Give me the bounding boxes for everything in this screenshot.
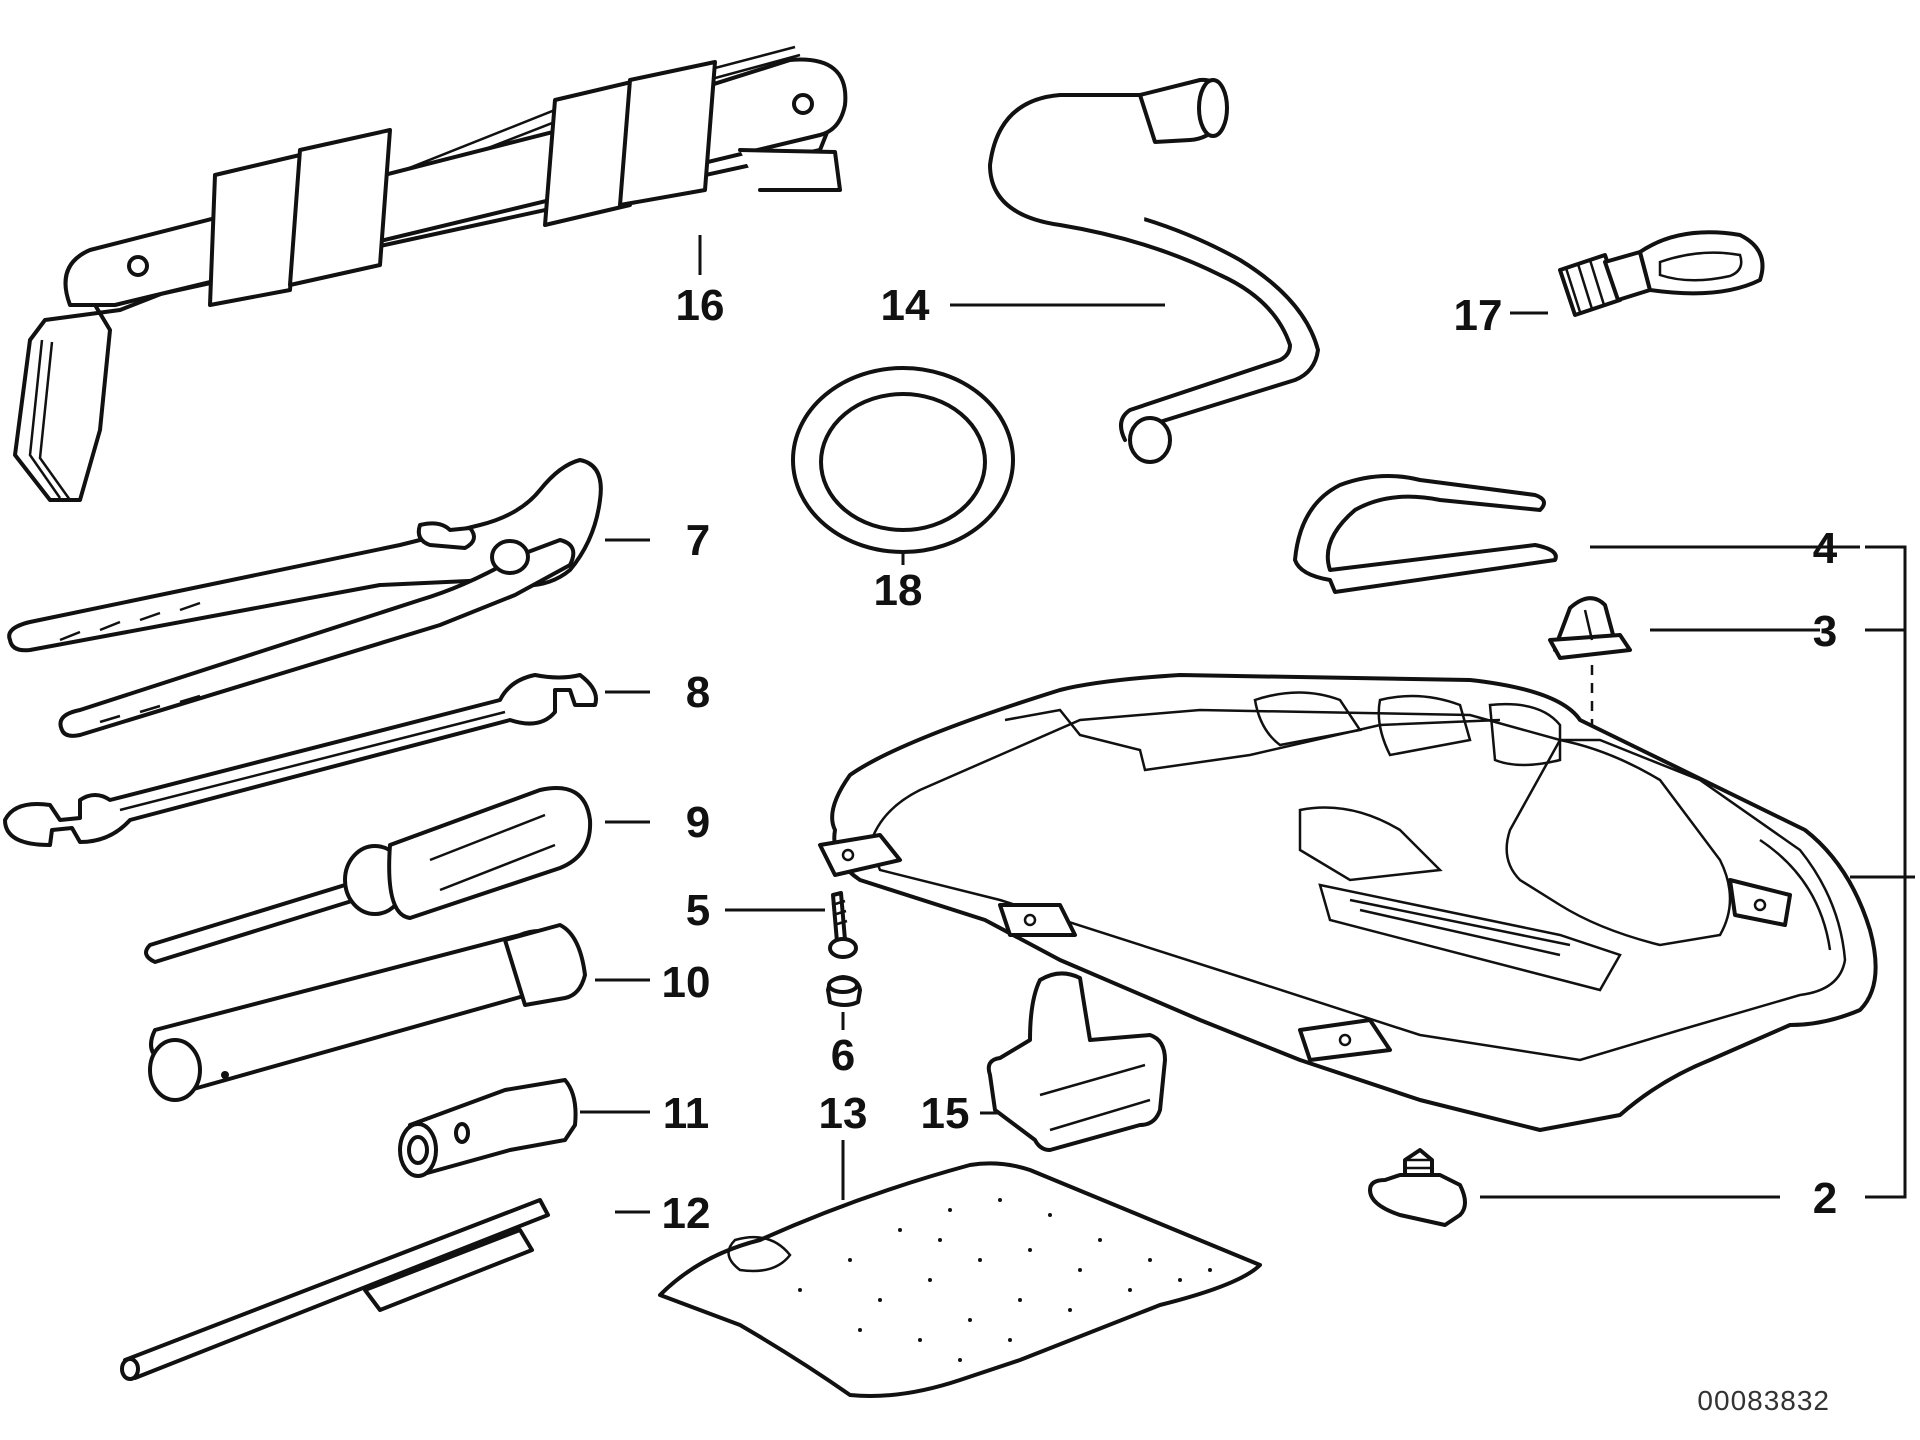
ring-part[interactable] [791, 366, 1015, 565]
callout-9: 9 [686, 798, 710, 847]
callout-10: 10 [662, 958, 711, 1007]
callout-3: 3 [1813, 607, 1837, 656]
group-bracket [1865, 545, 1915, 1199]
towing-eye-part[interactable] [1510, 230, 1765, 317]
callout-11: 11 [663, 1089, 710, 1138]
nut-part[interactable] [826, 975, 862, 1030]
callout-2: 2 [1813, 1174, 1837, 1223]
pliers-part[interactable] [7, 458, 650, 738]
rod-part[interactable] [120, 1198, 650, 1381]
cap-nut-part[interactable] [1548, 596, 1820, 745]
callout-18: 18 [874, 566, 923, 615]
strap-part[interactable] [1293, 474, 1860, 594]
socket-part[interactable] [398, 1078, 650, 1178]
spanner-part[interactable] [3, 673, 650, 847]
callout-8: 8 [686, 668, 710, 717]
wing-bolt-part[interactable] [1368, 1148, 1780, 1227]
callout-7: 7 [686, 516, 710, 565]
callout-5: 5 [686, 886, 710, 935]
callout-16: 16 [676, 281, 725, 330]
callout-13: 13 [819, 1089, 868, 1138]
screwdriver-part[interactable] [144, 786, 650, 964]
callout-4: 4 [1813, 524, 1838, 573]
warning-triangle-part[interactable] [13, 45, 848, 502]
callout-12: 12 [662, 1189, 711, 1238]
callout-14: 14 [881, 281, 930, 330]
callout-6: 6 [831, 1031, 855, 1080]
callout-15: 15 [921, 1089, 970, 1138]
clip-part[interactable] [980, 971, 1167, 1152]
screw-part[interactable] [725, 891, 858, 959]
wheel-brace-part[interactable] [950, 77, 1320, 464]
document-number: 00083832 [1697, 1385, 1830, 1416]
callout-17: 17 [1454, 291, 1503, 340]
tool-tray-part[interactable] [818, 673, 1905, 1132]
box-spanner-part[interactable] [148, 923, 650, 1102]
cloth-part[interactable] [658, 1140, 1262, 1398]
